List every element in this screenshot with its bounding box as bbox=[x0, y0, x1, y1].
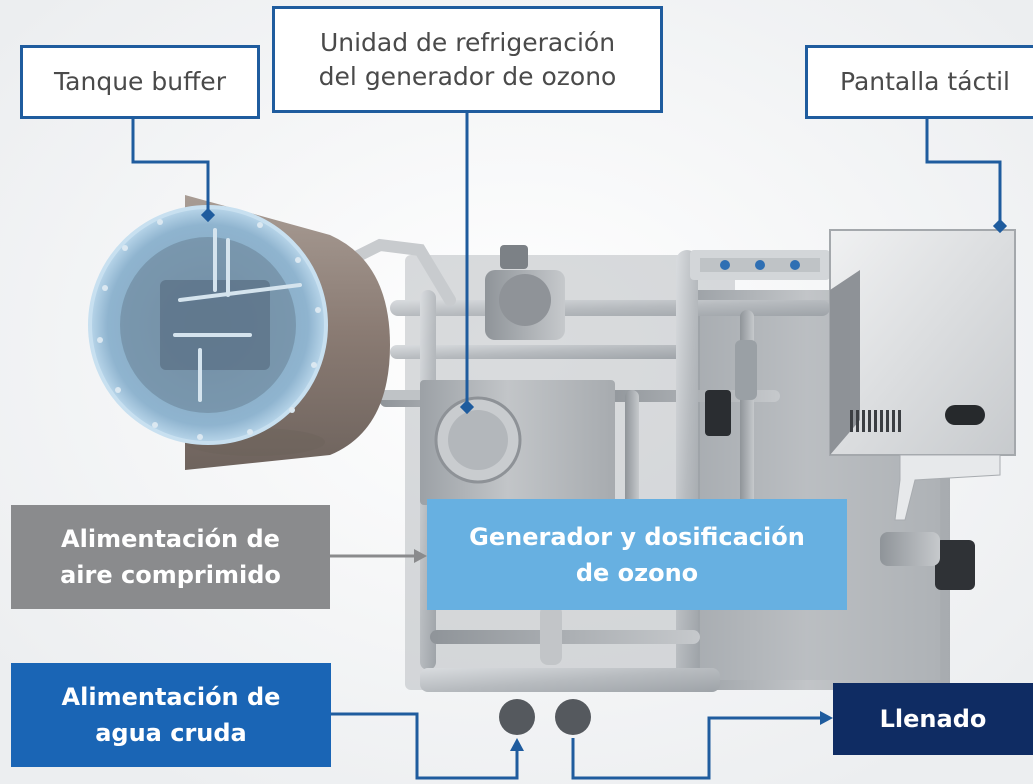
raw-water-line1: Alimentación de bbox=[61, 683, 281, 711]
compressed-air-block: Alimentación de aire comprimido bbox=[11, 505, 330, 609]
compressed-air-line2: aire comprimido bbox=[60, 561, 281, 589]
ozone-generator-block: Generador y dosificación de ozono bbox=[427, 499, 847, 610]
cooling-unit-label-line1: Unidad de refrigeración bbox=[319, 27, 616, 57]
raw-water-line2: agua cruda bbox=[95, 719, 247, 747]
touch-screen-callout: Pantalla táctil bbox=[805, 45, 1033, 119]
raw-water-block: Alimentación de agua cruda bbox=[11, 663, 331, 767]
touch-screen-label: Pantalla táctil bbox=[840, 67, 1010, 96]
buffer-tank-callout: Tanque buffer bbox=[20, 45, 260, 119]
buffer-tank-label: Tanque buffer bbox=[54, 67, 226, 96]
compressed-air-line1: Alimentación de bbox=[61, 525, 280, 553]
filling-label: Llenado bbox=[879, 705, 987, 733]
ozone-generator-line2: de ozono bbox=[575, 558, 699, 587]
cooling-unit-callout: Unidad de refrigeración del generador de… bbox=[272, 6, 663, 113]
filling-block: Llenado bbox=[833, 683, 1033, 755]
cooling-unit-label-line2: del generador de ozono bbox=[318, 61, 617, 91]
ozone-generator-line1: Generador y dosificación bbox=[469, 522, 805, 551]
